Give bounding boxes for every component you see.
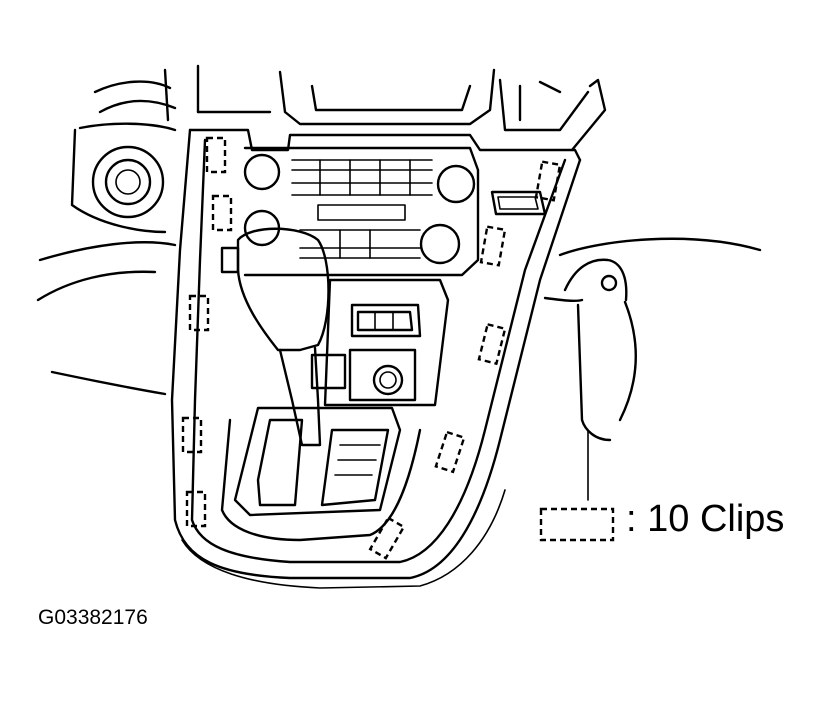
upper-left-knob <box>243 153 281 191</box>
center-console-bezel <box>170 128 582 589</box>
clip-marker <box>368 516 406 560</box>
legend-clip-symbol <box>539 507 615 542</box>
air-vent-hub <box>115 169 141 195</box>
clip-marker <box>205 136 227 174</box>
right-door-trim <box>543 237 762 501</box>
switch-knob <box>372 364 404 396</box>
figure-id: G03382176 <box>38 606 148 629</box>
dashboard-upper-trim <box>93 64 607 152</box>
air-vent-inner-ring <box>104 158 152 206</box>
climate-control-panel <box>243 146 480 277</box>
lower-right-knob <box>419 223 461 265</box>
left-dash-panel <box>36 122 177 396</box>
shift-lever <box>220 227 330 447</box>
shift-gate-area <box>220 406 422 542</box>
switch-cluster <box>310 278 450 407</box>
clip-marker <box>211 194 233 232</box>
air-vent-outer-ring <box>91 145 165 219</box>
clip-marker <box>477 322 507 366</box>
right-panel-switch <box>490 190 547 216</box>
clip-marker <box>181 416 203 454</box>
clip-marker <box>434 430 466 474</box>
clips-group <box>181 136 562 560</box>
legend-label: : 10 Clips <box>626 498 785 540</box>
clip-marker <box>188 294 210 332</box>
clip-marker <box>479 225 507 267</box>
upper-right-knob <box>436 164 476 204</box>
door-bolt <box>600 274 618 292</box>
clip-marker <box>534 160 562 202</box>
clip-marker <box>185 490 207 528</box>
